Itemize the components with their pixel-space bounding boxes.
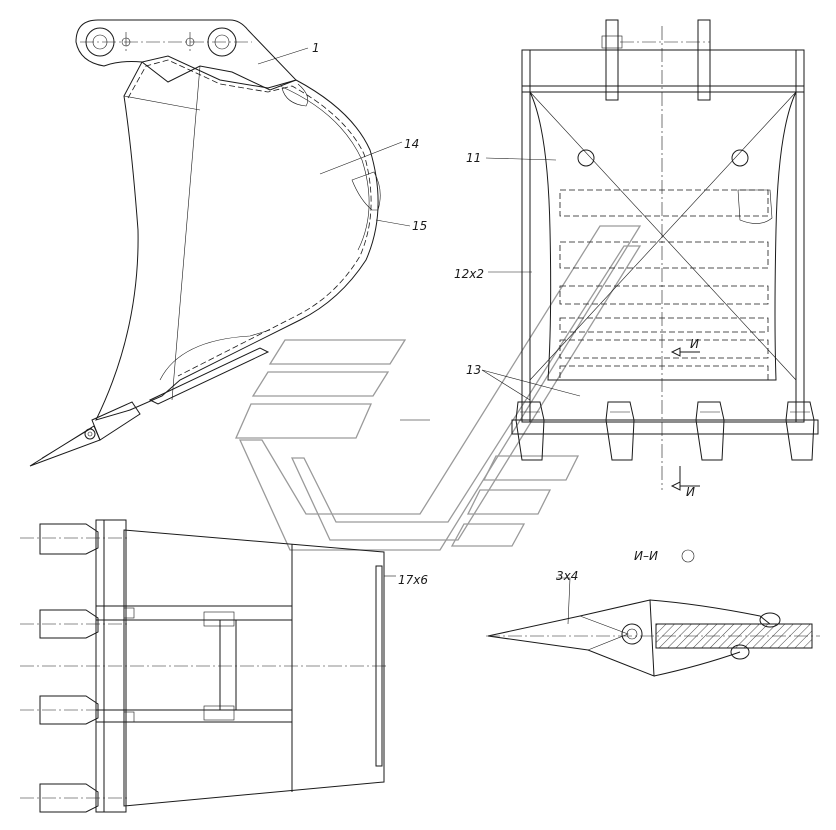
bucket-top-view bbox=[20, 519, 388, 813]
label-17x6: 17x6 bbox=[398, 573, 428, 587]
label-13: 13 bbox=[466, 363, 481, 377]
label-3x4: 3x4 bbox=[556, 569, 578, 583]
label-15: 15 bbox=[412, 219, 427, 233]
cut-mark-bottom: И bbox=[686, 485, 695, 499]
label-14: 14 bbox=[404, 137, 419, 151]
leader-lines bbox=[257, 47, 581, 625]
cut-mark-top: И bbox=[690, 337, 699, 351]
label-12x2: 12x2 bbox=[454, 267, 484, 281]
section-title: И–И bbox=[634, 549, 658, 563]
labels: 1 14 15 11 12x2 13 17x6 3x4 И И И–И bbox=[312, 41, 699, 587]
bucket-front-view bbox=[511, 19, 819, 491]
label-1: 1 bbox=[312, 41, 320, 55]
tooth-section-view bbox=[486, 549, 820, 677]
top-teeth bbox=[39, 523, 99, 813]
bucket-side-view bbox=[29, 19, 381, 467]
label-11: 11 bbox=[466, 151, 481, 165]
front-teeth bbox=[515, 401, 815, 461]
watermark-logo bbox=[235, 225, 642, 551]
